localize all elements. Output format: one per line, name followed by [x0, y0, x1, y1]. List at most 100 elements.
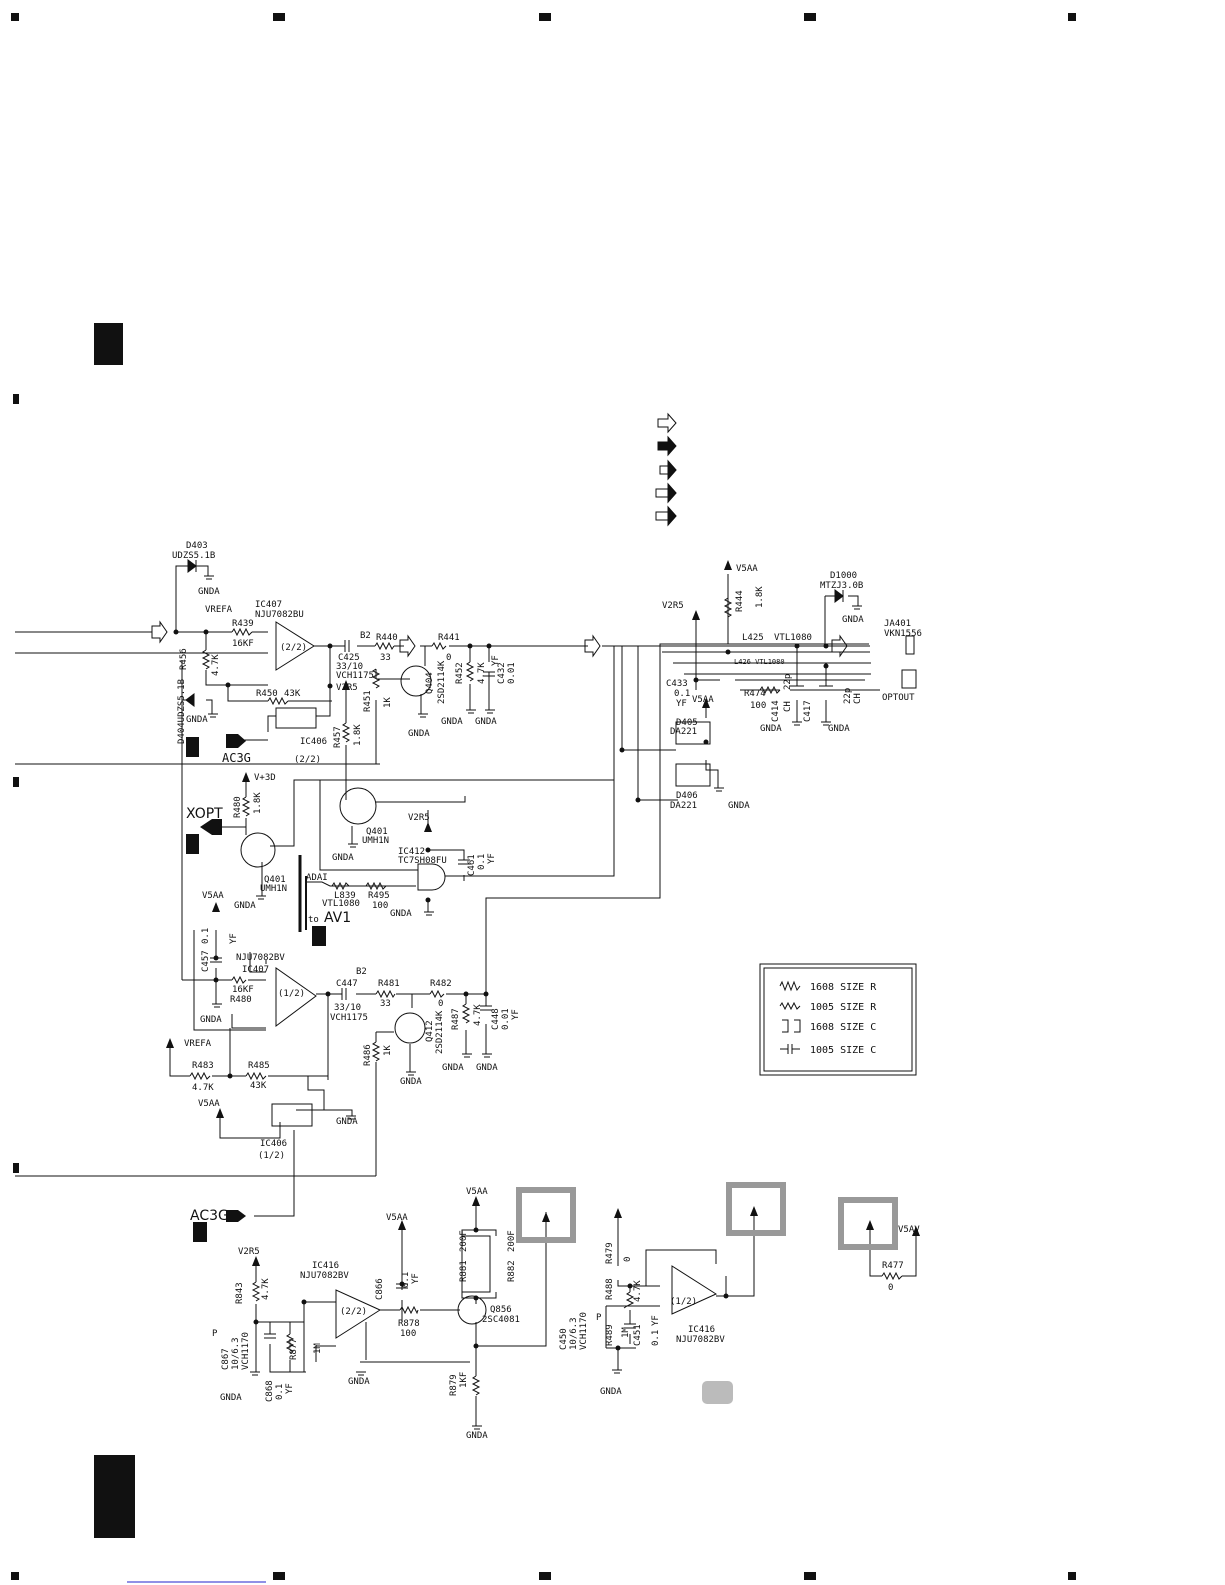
label-ic407-bot-gnd: GNDA: [200, 1015, 222, 1025]
label-c457-val: 0.1: [201, 928, 211, 944]
label-r474: R474: [744, 689, 766, 699]
label-r456-val: 4.7K: [211, 654, 221, 676]
label-r482-val: 0: [438, 999, 443, 1009]
label-q404-part: 2SD2114K: [437, 660, 447, 704]
label-c433: C433: [666, 679, 688, 689]
label-l425-part: VTL1080: [774, 633, 812, 643]
label-r477: R477: [882, 1261, 904, 1271]
label-r881: R881: [459, 1260, 469, 1282]
label-to: to: [308, 915, 319, 925]
size-legend-frame: [759, 963, 917, 1076]
label-ic416a: IC416: [312, 1261, 339, 1271]
label-r487-val: 4.7K: [473, 1004, 483, 1026]
label-r452: R452: [455, 662, 465, 684]
label-c866-type: YF: [411, 1273, 421, 1284]
label-r441: R441: [438, 633, 460, 643]
label-c450-val: 10/6.3: [569, 1317, 579, 1350]
label-r452-val: 4.7K: [477, 662, 487, 684]
ground-symbols: [204, 575, 862, 1430]
label-q856: Q856: [490, 1305, 512, 1315]
diode-symbols: [185, 559, 844, 787]
label-c451-val: 0.1: [651, 1330, 661, 1346]
label-r439: R439: [232, 619, 254, 629]
label-l839: L839: [334, 891, 356, 901]
label-c425-part: VCH1175: [336, 671, 374, 681]
label-d403-gnd: GNDA: [198, 587, 220, 597]
label-r441-val: 0: [446, 653, 451, 663]
label-d406-part: DA221: [670, 801, 697, 811]
label-r879: R879: [449, 1374, 459, 1396]
label-ic407-top: IC407: [255, 600, 282, 610]
label-adai: ADAI: [306, 873, 328, 883]
label-gnda-q412-a: GNDA: [442, 1063, 464, 1073]
jack-ja401: [901, 635, 917, 689]
label-r881-val: 200F: [459, 1230, 469, 1252]
label-d403: D403: [186, 541, 208, 551]
label-gnda-q404-c: GNDA: [408, 729, 430, 739]
label-c414-type: CH: [783, 701, 793, 712]
label-l426: L426 VTL1080: [734, 658, 785, 666]
connector-box-arrows: [542, 1206, 874, 1230]
label-ic406-bot: IC406: [260, 1139, 287, 1149]
opamp-ic407-bottom: [275, 967, 317, 1027]
label-c425-val: 33/10: [336, 662, 363, 672]
label-xopt: XOPT: [186, 806, 223, 822]
label-ac3g-top: AC3G: [222, 751, 251, 765]
label-gnda-ic416: GNDA: [348, 1377, 370, 1387]
size-legend-labels: 1608 SIZE R 1005 SIZE R 1608 SIZE C 1005…: [810, 982, 877, 1056]
label-r444-val: 1.8K: [755, 586, 765, 608]
legend-1608-c: 1608 SIZE C: [810, 1022, 876, 1033]
label-r488: R488: [605, 1278, 615, 1300]
label-r882-val: 200F: [507, 1230, 517, 1252]
label-c432-val: 0.01: [507, 662, 517, 684]
label-vrefa-top: VREFA: [205, 605, 233, 615]
label-d405: D405: [676, 718, 698, 728]
label-ic412: IC412: [398, 847, 425, 857]
junction-dots: [173, 629, 829, 1351]
label-c448-val: 0.01: [501, 1008, 511, 1030]
label-r457-val: 1.8K: [353, 724, 363, 746]
label-r877-val: 1M: [313, 1343, 323, 1354]
label-r480-val: 1.8K: [253, 792, 263, 814]
label-c457-type: YF: [229, 933, 239, 944]
component-labels: D403 UDZS5.1B GNDA IC407 NJU7082BU (2/2)…: [172, 541, 922, 1441]
label-vrefa-bot: VREFA: [184, 1039, 212, 1049]
label-d1000-gnd: GNDA: [842, 615, 864, 625]
label-b2-top: B2: [360, 631, 371, 641]
label-c433-type: YF: [676, 699, 687, 709]
label-r878: R878: [398, 1319, 420, 1329]
label-c447-part: VCH1175: [330, 1013, 368, 1023]
label-r488-val: 4.7K: [633, 1280, 643, 1302]
capacitor-symbols: [210, 640, 833, 1339]
label-c866: C866: [375, 1278, 385, 1300]
port-arrows: [151, 620, 848, 658]
label-gnda-q404-b: GNDA: [475, 717, 497, 727]
label-c432-type: YF: [491, 655, 501, 666]
label-r444: R444: [735, 590, 745, 612]
label-l425: L425: [742, 633, 764, 643]
label-gnda-c414: GNDA: [760, 724, 782, 734]
label-c414-val: 22p: [783, 674, 793, 690]
label-c414: C414: [771, 700, 781, 722]
label-r483-val: 4.7K: [192, 1083, 214, 1093]
label-ic407-bot-r480: R480: [230, 995, 252, 1005]
legend-1005-r: 1005 SIZE R: [810, 1002, 877, 1013]
label-c450: C450: [559, 1328, 569, 1350]
label-gnda-c417: GNDA: [828, 724, 850, 734]
label-ja401-part: VKN1556: [884, 629, 922, 639]
label-ic406-bot-half: (1/2): [258, 1151, 285, 1161]
label-c451-type: YF: [651, 1315, 661, 1326]
label-d404-gnd: GNDA: [186, 715, 208, 725]
transistors: [240, 665, 487, 1325]
label-r457: R457: [333, 726, 343, 748]
section-block-top: [94, 323, 123, 365]
label-r879-gnd: GNDA: [466, 1431, 488, 1441]
label-ic416b: IC416: [688, 1325, 715, 1335]
label-q412-part: 2SD2114K: [435, 1010, 445, 1054]
label-ic416b-part: NJU7082BV: [676, 1335, 725, 1345]
legend-1005-c: 1005 SIZE C: [810, 1045, 876, 1056]
label-r843-val: 4.7K: [261, 1278, 271, 1300]
label-v3d: V+3D: [254, 773, 276, 783]
label-ic407-top-half: (2/2): [280, 643, 307, 653]
